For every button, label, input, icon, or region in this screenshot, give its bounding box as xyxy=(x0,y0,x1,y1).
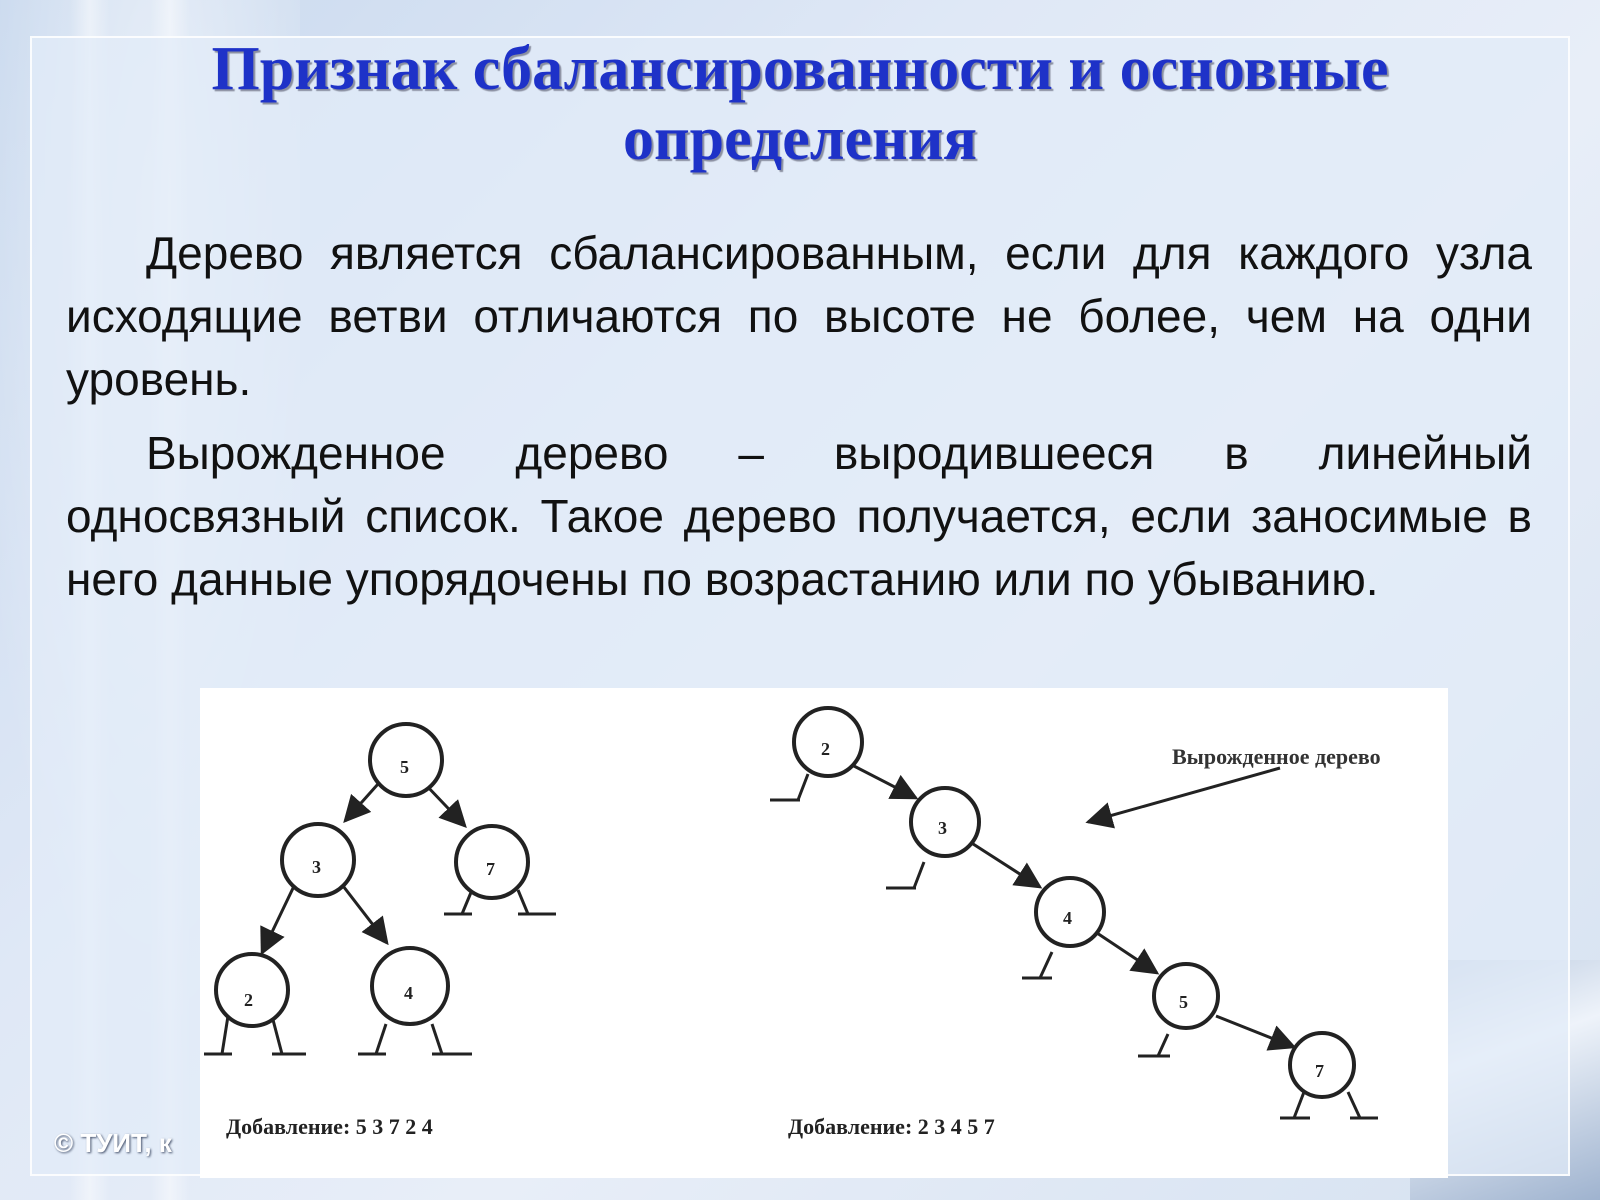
node-3-degenerate: 3 xyxy=(909,786,981,858)
node-4-balanced: 4 xyxy=(370,946,450,1026)
node-label: 7 xyxy=(1315,1061,1324,1081)
node-circle xyxy=(1152,962,1220,1030)
null-stubs-balanced xyxy=(204,889,556,1056)
node-label: 3 xyxy=(312,857,321,877)
node-circle xyxy=(368,722,444,798)
edge-5-to-3 xyxy=(343,783,380,824)
degenerate-definition-paragraph: Вырожденное дерево – выродившееся в лине… xyxy=(66,427,1532,605)
node-2-balanced: 2 xyxy=(214,952,290,1028)
slide-title: Признак сбалансированности и основные оп… xyxy=(150,34,1450,174)
node-circle xyxy=(1034,876,1106,948)
node-circle xyxy=(1288,1031,1356,1099)
node-7-degenerate: 7 xyxy=(1288,1031,1356,1099)
node-7-balanced: 7 xyxy=(454,824,530,900)
annotation-arrow xyxy=(1085,766,1281,829)
degenerate-tree-annotation: Вырожденное дерево xyxy=(1172,744,1381,769)
node-circle xyxy=(454,824,530,900)
node-label: 4 xyxy=(1063,908,1072,928)
tree-diagram-svg: 5 3 7 2 4 Добавление: 5 3 7 2 4 Вырожден… xyxy=(204,706,1381,1139)
slide-body: Дерево является сбалансированным, если д… xyxy=(66,222,1532,622)
edge-4-to-5 xyxy=(1096,931,1160,975)
node-5-balanced: 5 xyxy=(368,722,444,798)
node-5-degenerate: 5 xyxy=(1152,962,1220,1030)
title-line-1: Признак сбалансированности и основные xyxy=(211,35,1389,103)
node-circle xyxy=(214,952,290,1028)
node-4-degenerate: 4 xyxy=(1034,876,1106,948)
degenerate-tree-caption: Добавление: 2 3 4 5 7 xyxy=(788,1114,995,1139)
node-label: 5 xyxy=(400,757,409,777)
edge-2-to-3 xyxy=(851,763,919,800)
edge-3-to-4 xyxy=(338,881,389,946)
edge-5-to-7 xyxy=(1215,1014,1297,1051)
node-label: 4 xyxy=(404,983,413,1003)
tree-diagram-figure: 5 3 7 2 4 Добавление: 5 3 7 2 4 Вырожден… xyxy=(200,688,1448,1178)
edge-3-to-4 xyxy=(969,840,1043,889)
edge-3-to-2 xyxy=(260,883,297,956)
node-label: 5 xyxy=(1179,992,1188,1012)
edge-5-to-7 xyxy=(423,782,467,828)
node-label: 3 xyxy=(938,818,947,838)
footer-copyright: © ТУИТ, к xyxy=(54,1128,172,1158)
title-line-2: определения xyxy=(622,105,978,173)
node-circle xyxy=(792,706,864,778)
node-2-degenerate: 2 xyxy=(792,706,864,778)
node-label: 2 xyxy=(244,990,253,1010)
null-stubs-degenerate xyxy=(770,773,1378,1120)
node-circle xyxy=(280,822,356,898)
balanced-definition-paragraph: Дерево является сбалансированным, если д… xyxy=(66,227,1532,405)
balanced-tree-caption: Добавление: 5 3 7 2 4 xyxy=(226,1114,433,1139)
node-label: 2 xyxy=(821,739,830,759)
node-circle xyxy=(370,946,450,1026)
node-label: 7 xyxy=(486,859,495,879)
node-circle xyxy=(909,786,981,858)
node-3-balanced: 3 xyxy=(280,822,356,898)
